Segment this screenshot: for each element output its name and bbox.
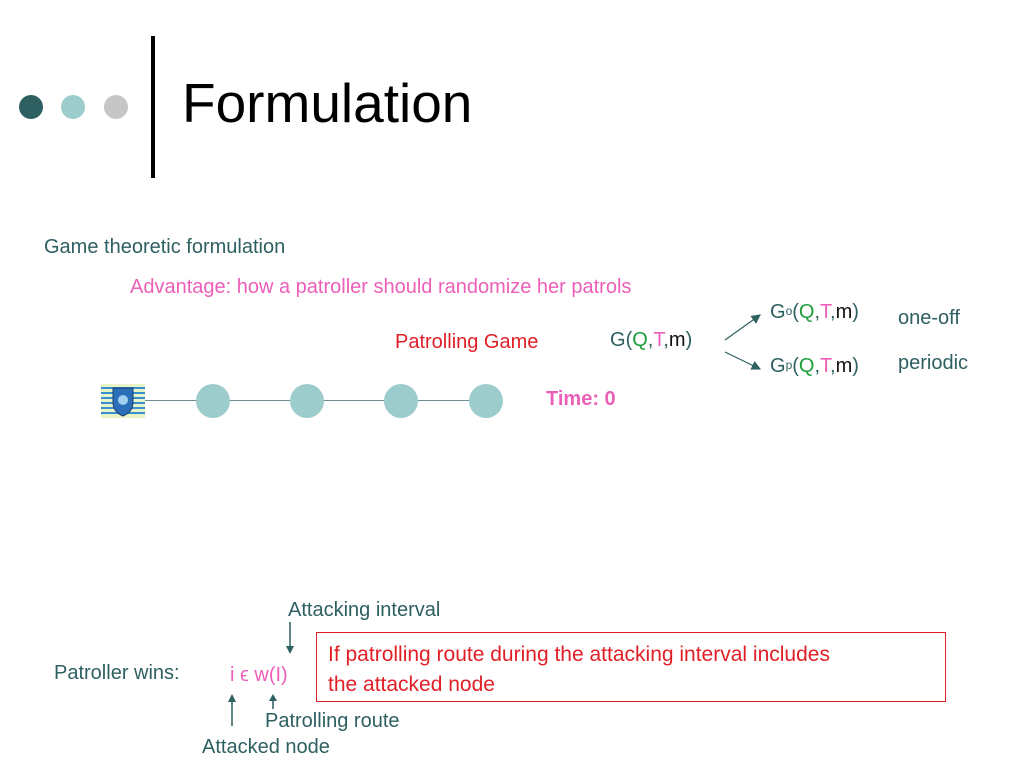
patrolling-game-label: Patrolling Game [395,331,539,353]
advantage-label: Advantage: how a patroller should random… [130,276,632,298]
patroller-wins-label: Patroller wins: [54,662,180,684]
periodic-label: periodic [898,352,969,374]
shield-logo-icon [101,384,145,418]
bullet-dot-dark [19,95,43,119]
condition-box: If patrolling route during the attacking… [316,632,946,702]
oneoff-label: one-off [898,307,960,329]
route-node [290,384,324,418]
condition-line-2: the attacked node [328,673,495,696]
title-divider [151,36,155,178]
condition-line-1: If patrolling route during the attacking… [328,643,830,666]
bullet-dot-grey [104,95,128,119]
g-symbol: G [610,329,626,351]
game-formula: G(Q,T,m) [610,329,693,351]
route-node [196,384,230,418]
bullet-dot-light [61,95,85,119]
arrow-down-icon [724,351,762,370]
arrow-up-icon [269,694,277,709]
time-label: Time: 0 [546,388,616,410]
arrow-icon [724,314,762,370]
route-node [384,384,418,418]
t-symbol: T [653,329,664,351]
q-symbol: Q [632,329,648,351]
attacked-node-label: Attacked node [202,736,330,758]
arrow-down-icon [286,622,294,654]
win-formula: i ϵ w(I) [230,664,288,686]
arrow-up-icon [228,694,236,726]
m-symbol: m [668,329,686,351]
game-oneoff-formula: Go(Q,T,m) [770,301,859,323]
attacking-interval-label: Attacking interval [288,599,441,621]
arrow-up-icon [724,314,761,341]
patrolling-route-label: Patrolling route [265,710,400,732]
route-node [469,384,503,418]
slide-title: Formulation [182,72,473,134]
game-theoretic-label: Game theoretic formulation [44,236,286,258]
game-periodic-formula: Gp(Q,T,m) [770,355,859,377]
